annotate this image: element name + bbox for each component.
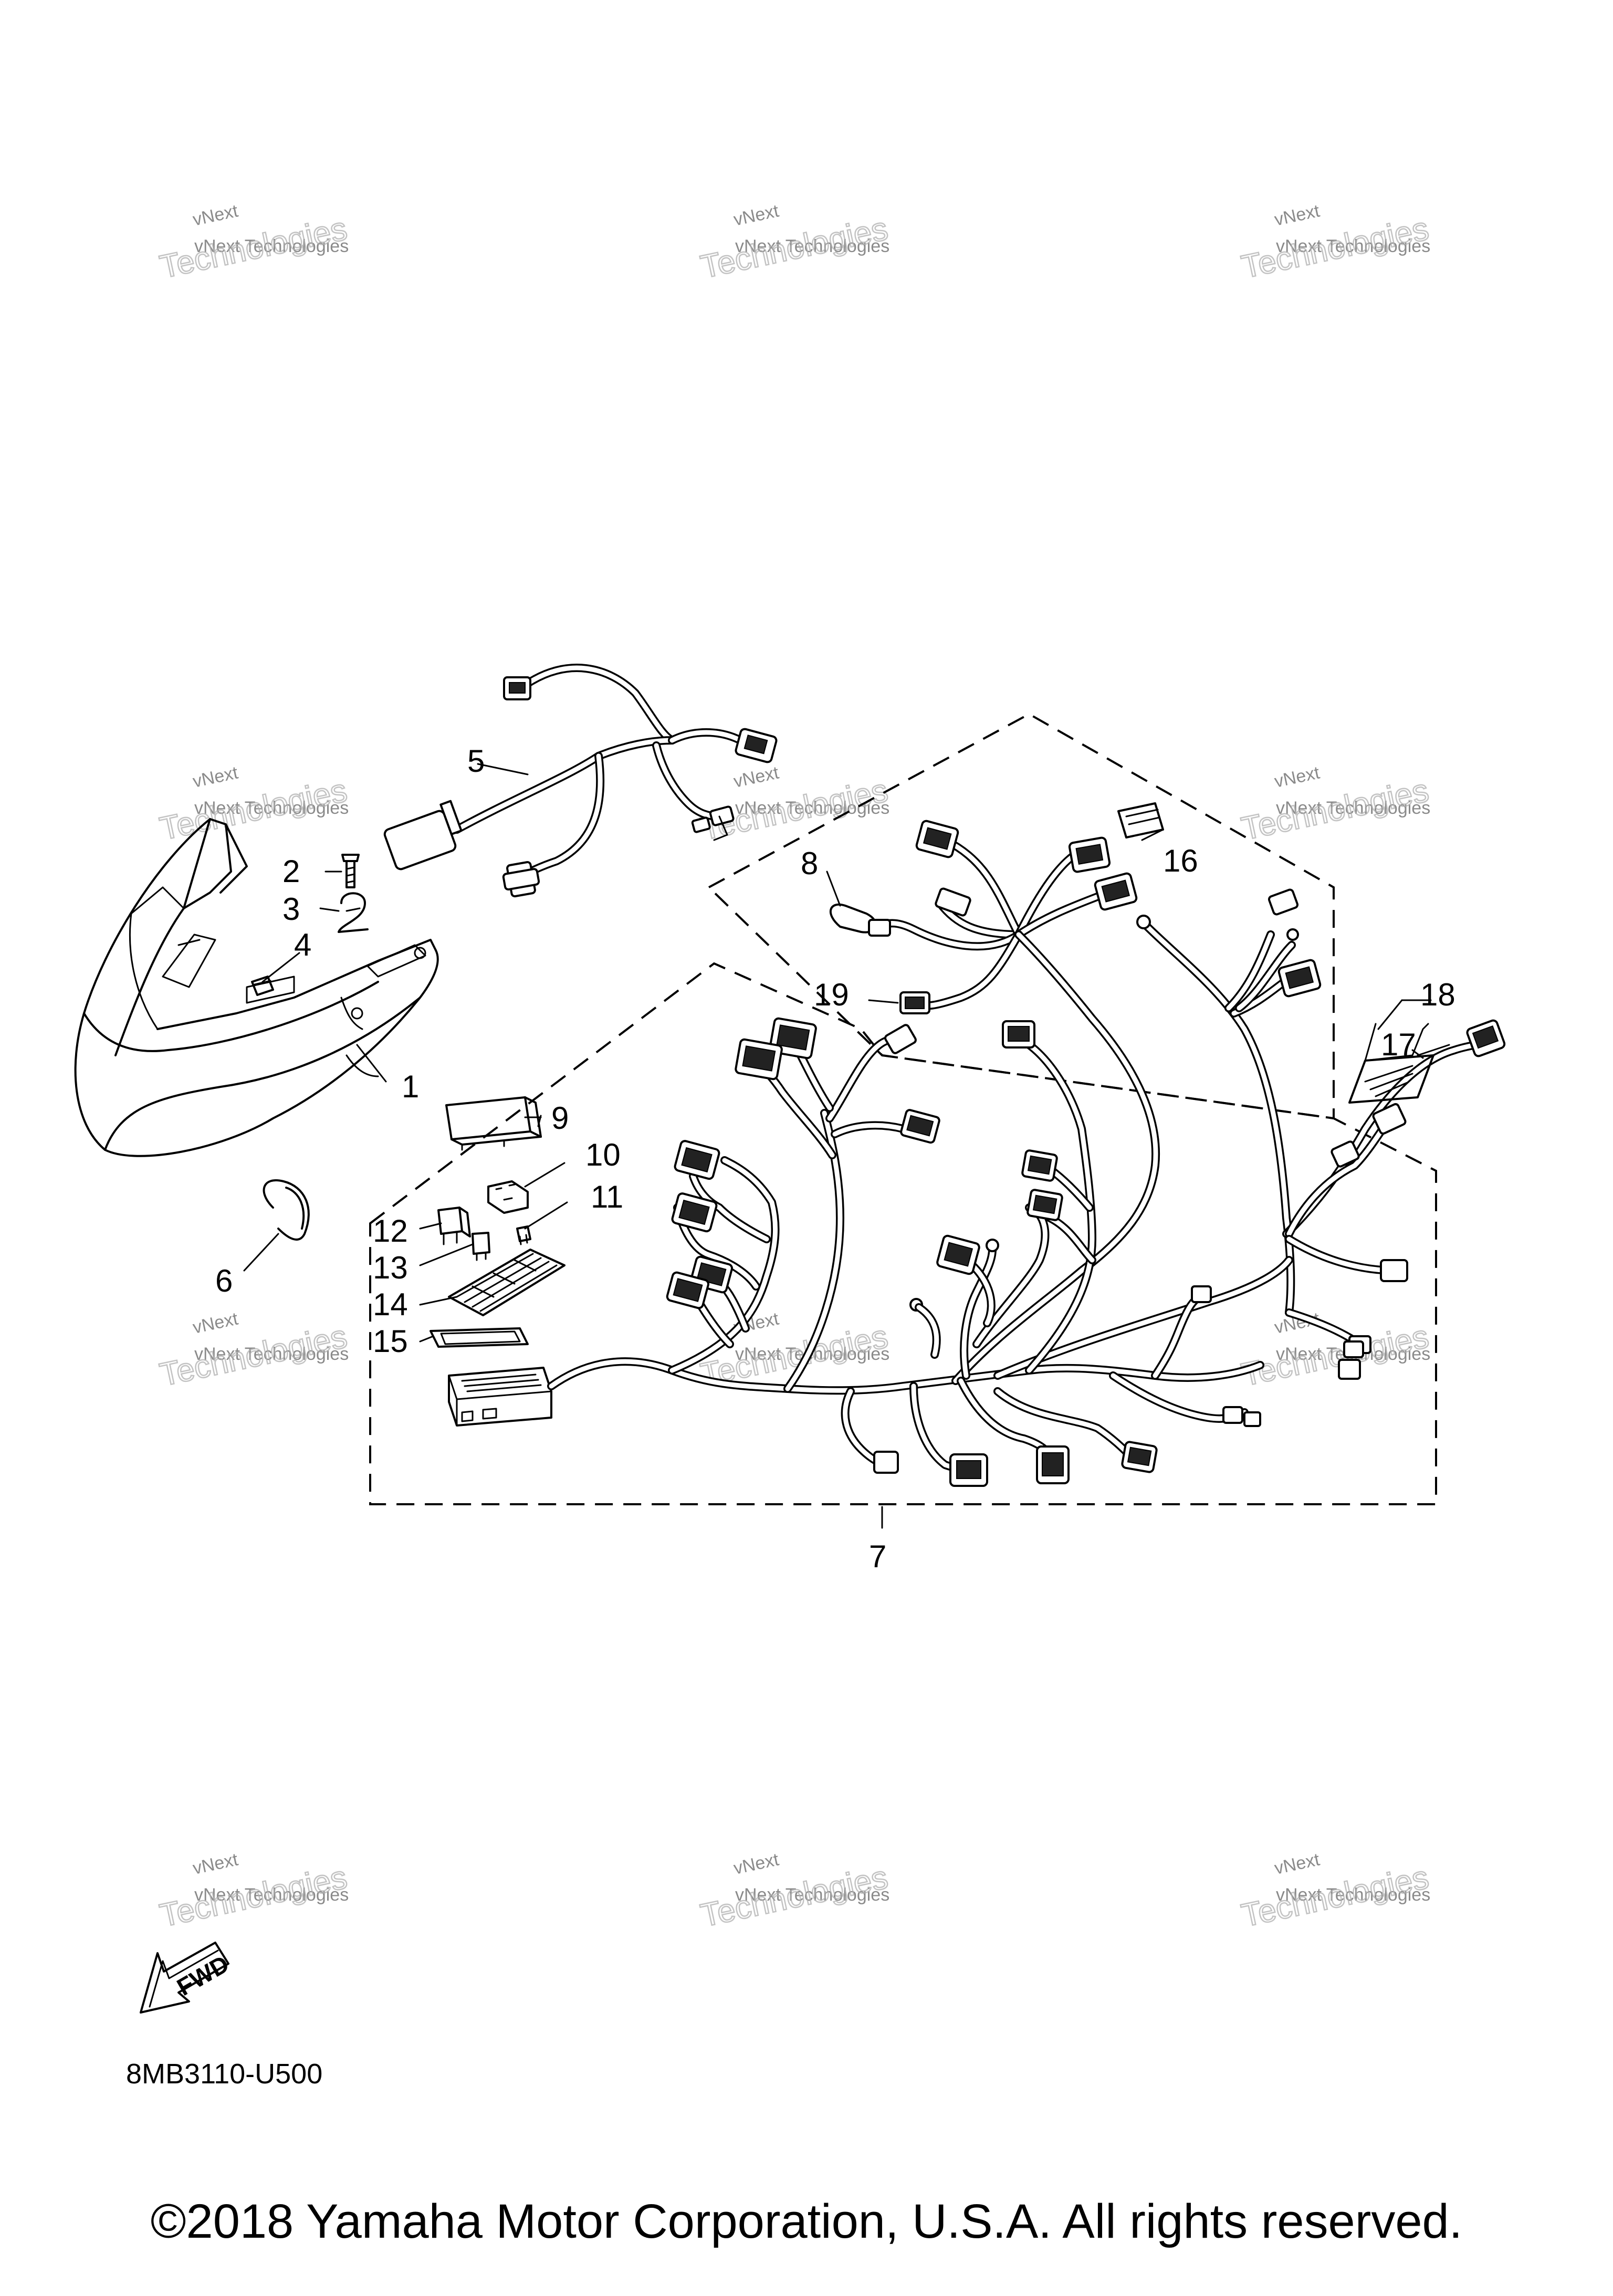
watermark: vNext vNext Technologies Technologies xyxy=(697,1849,892,1934)
watermark-line1: vNext xyxy=(732,762,781,791)
watermark-line3: Technologies xyxy=(698,211,891,286)
bolt xyxy=(341,854,360,888)
connector-small-b xyxy=(691,816,711,833)
callout-17: 17 xyxy=(1381,1027,1416,1062)
watermark: vNext vNext Technologies Technologies xyxy=(1238,762,1432,847)
callout-3: 3 xyxy=(282,892,300,927)
watermark-line2: vNext Technologies xyxy=(735,798,889,818)
watermark-line1: vNext xyxy=(1273,1849,1322,1878)
watermark: vNext vNext Technologies Technologies xyxy=(1238,201,1432,286)
callout-8: 8 xyxy=(801,846,818,881)
callout-18: 18 xyxy=(1420,977,1455,1012)
sub-harness-upper xyxy=(829,820,1138,1014)
callout-19: 19 xyxy=(814,977,849,1012)
right-branch xyxy=(1136,888,1506,1354)
callout-9: 9 xyxy=(551,1100,569,1136)
callout-2: 2 xyxy=(282,854,300,889)
sub-harness-5 xyxy=(383,664,778,898)
watermark-line2: vNext Technologies xyxy=(194,1344,349,1364)
watermark-line2: vNext Technologies xyxy=(1276,1885,1430,1905)
watermark-line1: vNext xyxy=(191,762,240,791)
callouts: 1 2 3 4 5 6 7 8 9 10 11 12 13 14 15 16 1… xyxy=(215,743,1455,1574)
watermark-line2: vNext Technologies xyxy=(735,1885,889,1905)
watermark-line1: vNext xyxy=(1273,762,1322,791)
callout-6: 6 xyxy=(215,1263,233,1298)
watermark-line2: vNext Technologies xyxy=(194,1885,349,1905)
watermark: vNext vNext Technologies Technologies xyxy=(697,201,892,286)
watermark-line3: Technologies xyxy=(157,772,350,847)
watermark-line2: vNext Technologies xyxy=(735,236,889,256)
fwd-arrow: FWD xyxy=(140,1942,234,2014)
small-part xyxy=(251,976,274,996)
watermark: vNext vNext Technologies Technologies xyxy=(156,201,351,286)
callout-12: 12 xyxy=(373,1213,408,1249)
watermark-line1: vNext xyxy=(191,201,240,229)
band xyxy=(263,1179,310,1241)
watermark-line1: vNext xyxy=(191,1308,240,1337)
sub-harness-boundary xyxy=(707,712,1335,1120)
watermark-line1: vNext xyxy=(732,1849,781,1878)
watermark-line3: Technologies xyxy=(1239,772,1432,847)
callout-11: 11 xyxy=(591,1179,623,1214)
callout-14: 14 xyxy=(373,1287,408,1322)
callout-7: 7 xyxy=(869,1539,886,1574)
main-harness-boundary xyxy=(369,962,1437,1505)
watermark-line2: vNext Technologies xyxy=(1276,798,1430,818)
watermark: vNext vNext Technologies Technologies xyxy=(156,1308,351,1393)
clamp xyxy=(338,892,369,933)
main-harness xyxy=(547,930,1364,1487)
watermark-line1: vNext xyxy=(191,1849,240,1878)
watermarks: vNext vNext Technologies Technologies vN… xyxy=(156,201,1432,1934)
drawing-code: 8MB3110-U500 xyxy=(126,2058,323,2090)
relay-fuse-components xyxy=(430,1096,565,1427)
callout-10: 10 xyxy=(585,1137,621,1172)
watermark-line3: Technologies xyxy=(1239,1859,1432,1934)
callout-5: 5 xyxy=(467,743,485,779)
watermark: vNext vNext Technologies Technologies xyxy=(1238,1849,1432,1934)
watermark: vNext vNext Technologies Technologies xyxy=(156,1849,351,1934)
watermark-line2: vNext Technologies xyxy=(194,236,349,256)
callout-4: 4 xyxy=(294,927,311,962)
watermark: vNext vNext Technologies Technologies xyxy=(1238,1308,1432,1393)
callout-13: 13 xyxy=(373,1250,408,1285)
watermark-line3: Technologies xyxy=(157,211,350,286)
copyright: ©2018 Yamaha Motor Corporation, U.S.A. A… xyxy=(150,2195,1463,2248)
watermark: vNext vNext Technologies Technologies xyxy=(156,762,351,847)
callout-15: 15 xyxy=(373,1324,408,1359)
watermark-line1: vNext xyxy=(732,201,781,229)
callout-16: 16 xyxy=(1163,843,1198,878)
connector-small-a xyxy=(709,805,735,826)
watermark-line3: Technologies xyxy=(698,1859,891,1934)
callout-1: 1 xyxy=(402,1069,419,1104)
watermark-line3: Technologies xyxy=(157,1318,350,1393)
watermark-line1: vNext xyxy=(1273,201,1322,229)
watermark-line3: Technologies xyxy=(157,1859,350,1934)
watermark-line3: Technologies xyxy=(1239,211,1432,286)
headlight-cowl xyxy=(74,818,439,1157)
leader-lines xyxy=(243,763,1432,1529)
watermark-line2: vNext Technologies xyxy=(1276,236,1430,256)
watermark-line2: vNext Technologies xyxy=(194,798,349,818)
